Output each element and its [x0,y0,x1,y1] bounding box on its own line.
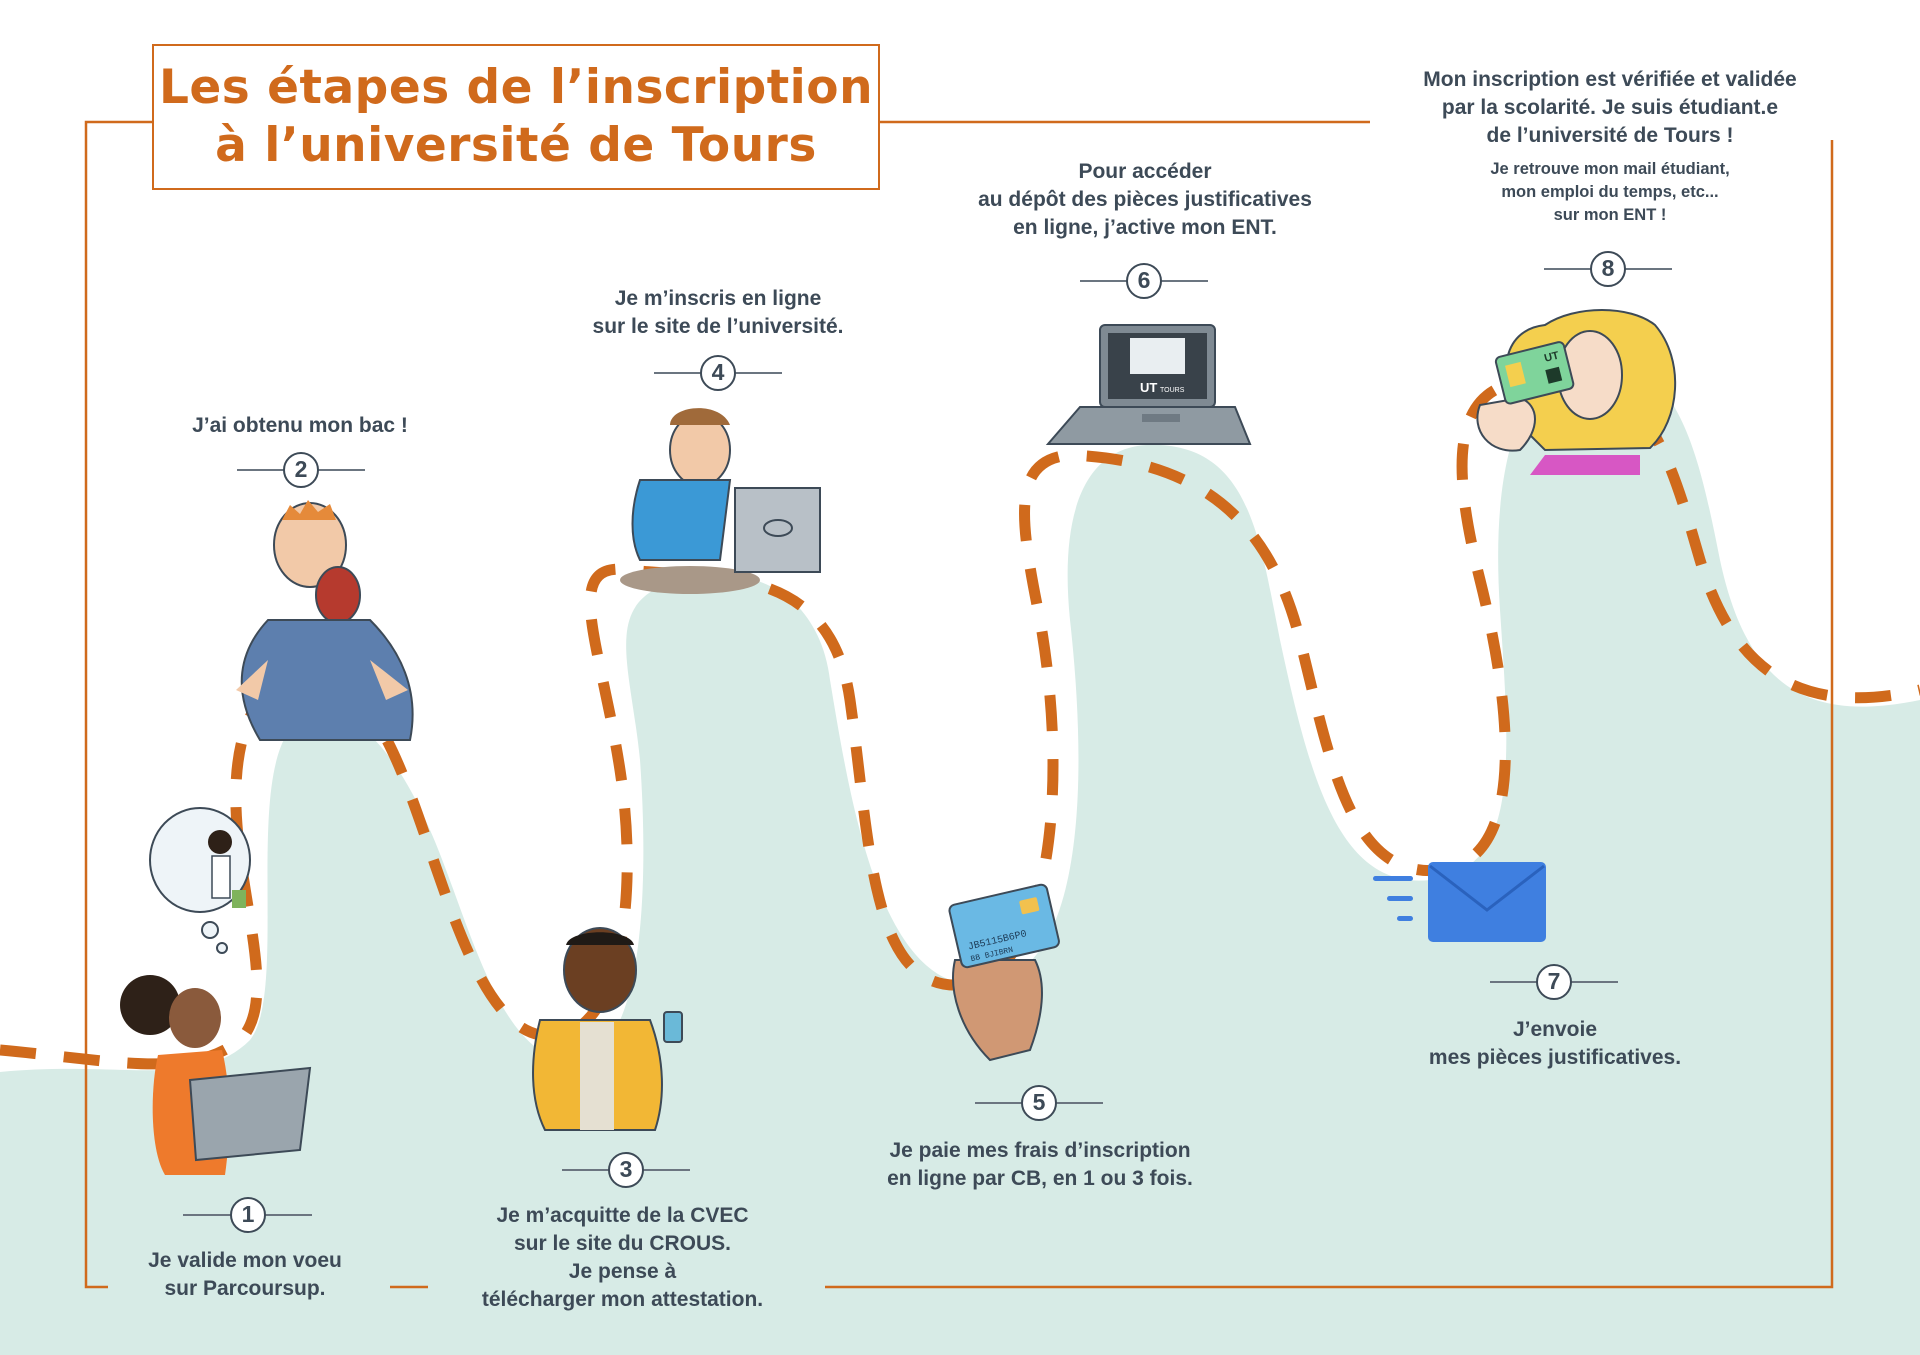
step-5-number: 5 [1021,1085,1057,1121]
cvec-student-illustration [532,927,683,1131]
step-2-line-1: J’ai obtenu mon bac ! [192,414,408,437]
step-8-sub-line-1: Je retrouve mon mail étudiant, [1490,160,1730,178]
online-registration-illustration [620,408,821,594]
step-6-number: 6 [1126,263,1162,299]
envelope-illustration [1373,862,1546,942]
student-card-logo: UT [1543,350,1560,365]
student-laptop-illustration [120,807,312,1175]
step-7-line-1: J’envoie [1512,1018,1598,1041]
step-6-line-3: en ligne, j’active mon ENT. [1013,216,1277,239]
step-6-text: Pour accéder au dépôt des pièces justifi… [935,158,1355,242]
title-box: Les étapes de l’inscription à l’universi… [152,44,880,190]
step-3-line-4: télécharger mon attestation. [481,1288,764,1311]
step-5-line-1: Je paie mes frais d’inscription [889,1139,1191,1162]
title-line-1: Les étapes de l’inscription [158,60,874,115]
step-5-text: Je paie mes frais d’inscription en ligne… [840,1137,1240,1193]
title-line-2: à l’université de Tours [215,118,817,173]
step-8-line-3: de l’université de Tours ! [1486,124,1734,147]
step-4-line-1: Je m’inscris en ligne [614,287,822,310]
step-5-line-2: en ligne par CB, en 1 ou 3 fois. [887,1167,1193,1190]
step-7-number: 7 [1536,964,1572,1000]
step-7-text: J’envoie mes pièces justificatives. [1400,1016,1710,1072]
frame-lines [84,120,1834,1289]
step-8-sub-line-3: sur mon ENT ! [1553,206,1667,224]
step-8-line-2: par la scolarité. Je suis étudiant.e [1441,96,1779,119]
step-3-number: 3 [608,1152,644,1188]
hill-landscape [0,360,1920,1355]
step-1-text: Je valide mon voeu sur Parcoursup. [110,1247,380,1303]
step-4-number: 4 [700,355,736,391]
step-1-line-2: sur Parcoursup. [164,1277,326,1300]
laptop-screen-brand: TOURS [1160,387,1185,394]
bank-card-illustration: JB5115B6P0 BB BJIBRN [948,883,1060,1062]
step-3-line-1: Je m’acquitte de la CVEC [496,1204,749,1227]
step-6-line-2: au dépôt des pièces justificatives [978,188,1312,211]
ent-laptop-illustration: UT TOURS [1045,324,1252,445]
step-7-line-2: mes pièces justificatives. [1428,1046,1682,1069]
step-1-number: 1 [230,1197,266,1233]
step-3-line-2: sur le site du CROUS. [513,1232,732,1255]
step-8-text: Mon inscription est vérifiée et validée … [1370,66,1850,227]
step-2-text: J’ai obtenu mon bac ! [150,412,450,440]
step-6-line-1: Pour accéder [1078,160,1212,183]
student-card-illustration: UT [1476,309,1677,475]
step-2-number: 2 [283,452,319,488]
step-1-line-1: Je valide mon voeu [148,1249,342,1272]
step-3-text: Je m’acquitte de la CVEC sur le site du … [450,1202,795,1314]
step-4-text: Je m’inscris en ligne sur le site de l’u… [548,285,888,341]
step-3-line-3: Je pense à [568,1260,677,1283]
step-8-line-1: Mon inscription est vérifiée et validée [1423,68,1797,91]
graduate-illustration [236,500,414,741]
laptop-screen-logo: UT [1140,380,1157,395]
step-8-number: 8 [1590,251,1626,287]
step-4-line-2: sur le site de l’université. [592,315,844,338]
step-8-sub-line-2: mon emploi du temps, etc... [1501,183,1719,201]
